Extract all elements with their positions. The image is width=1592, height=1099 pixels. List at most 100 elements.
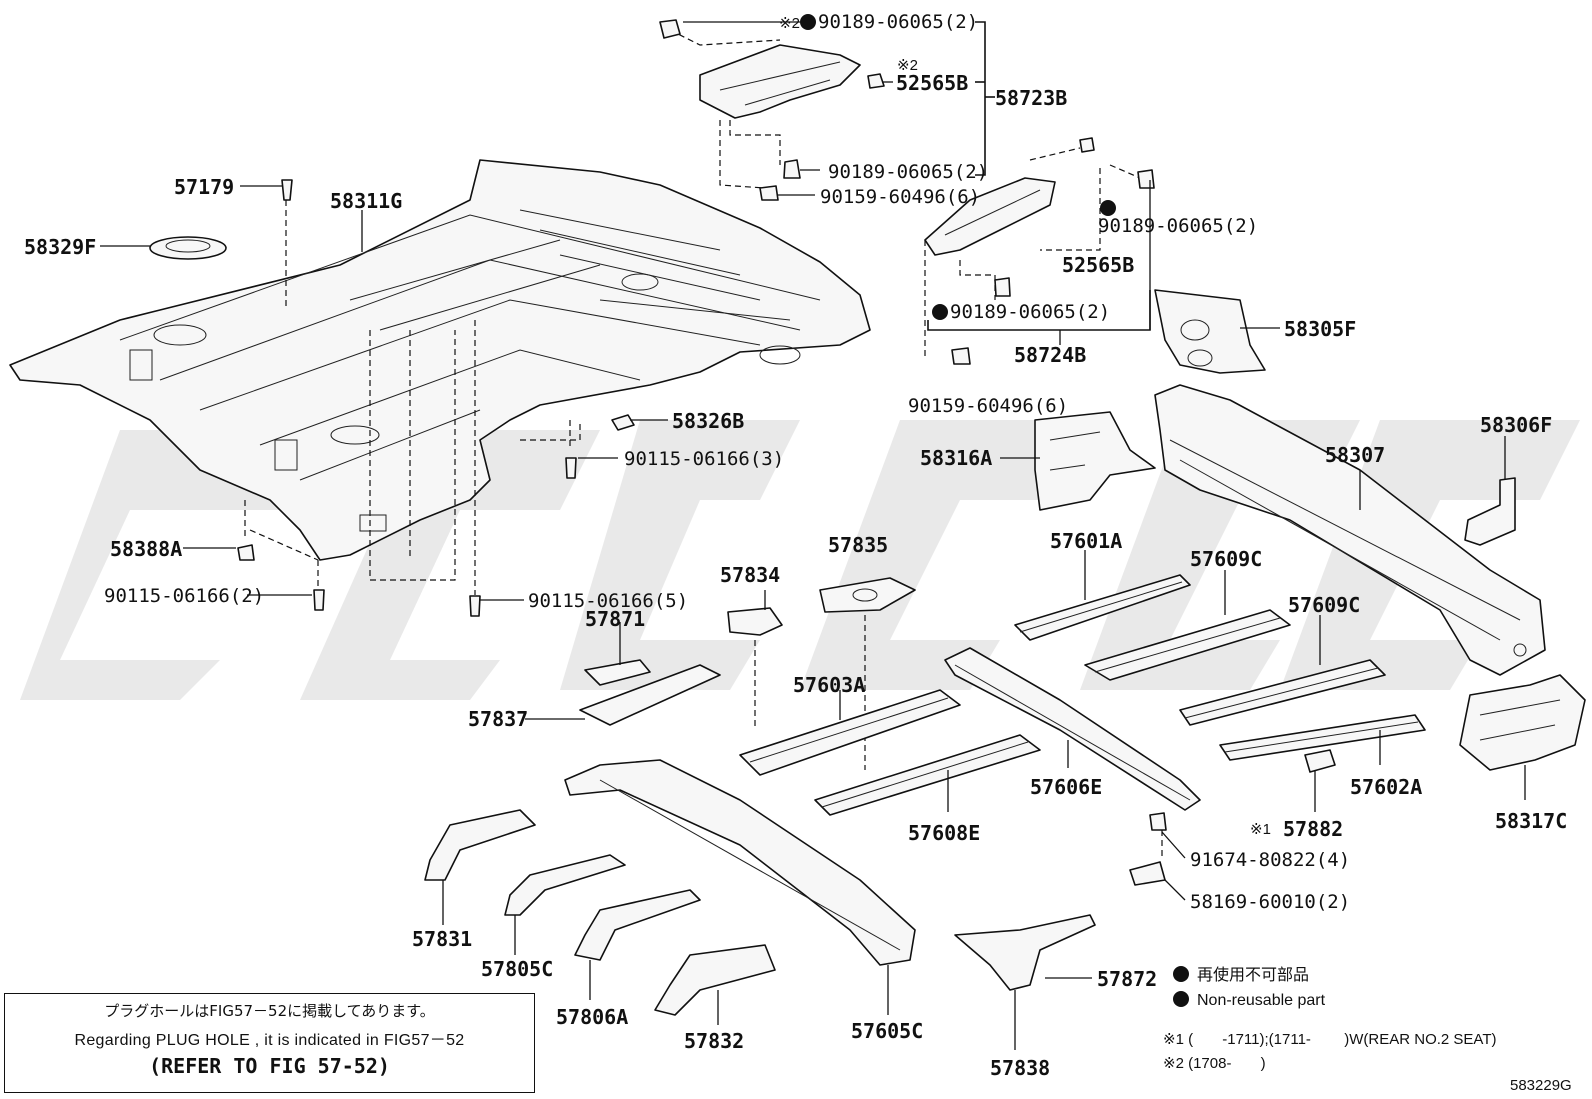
bolt-57179 bbox=[281, 179, 293, 201]
non-reusable-dots bbox=[800, 14, 1189, 1007]
label-57834: 57834 bbox=[720, 563, 780, 587]
label-57602a: 57602A bbox=[1350, 775, 1422, 799]
bracket-57832 bbox=[654, 944, 776, 1016]
label-58329f: 58329F bbox=[24, 235, 96, 259]
label-57179: 57179 bbox=[174, 175, 234, 199]
label-57609c-a: 57609C bbox=[1190, 547, 1262, 571]
panel-58305f bbox=[1154, 289, 1266, 374]
non-reusable-dot bbox=[800, 14, 816, 30]
label-58388a: 58388A bbox=[110, 537, 182, 561]
footnote-1: ※1 ( -1711);(1711- )W(REAR NO.2 SEAT) bbox=[1163, 1031, 1496, 1048]
label-58305f: 58305F bbox=[1284, 317, 1356, 341]
label-58307: 58307 bbox=[1325, 443, 1385, 467]
bracket-58724b bbox=[924, 137, 1155, 365]
crossmember-57603a bbox=[739, 689, 961, 776]
label-58723b: 58723B bbox=[995, 86, 1067, 110]
bracket-57805c bbox=[504, 854, 626, 916]
note2-mark: ※2 bbox=[897, 57, 918, 74]
rail-57605c bbox=[564, 759, 916, 966]
label-57605c: 57605C bbox=[851, 1019, 923, 1043]
label-57835: 57835 bbox=[828, 533, 888, 557]
crossmember-57609c-upper bbox=[1084, 609, 1291, 681]
label-57608e: 57608E bbox=[908, 821, 980, 845]
note2-mark: ※2 bbox=[779, 15, 800, 32]
label-58724b: 58724B bbox=[1014, 343, 1086, 367]
label-57609c-b: 57609C bbox=[1288, 593, 1360, 617]
bracket-57871 bbox=[584, 659, 651, 686]
label-57882: 57882 bbox=[1283, 817, 1343, 841]
label-57601a: 57601A bbox=[1050, 529, 1122, 553]
label-52565b-right: 52565B bbox=[1062, 253, 1134, 277]
note1-mark: ※1 bbox=[1250, 821, 1271, 838]
label-57832: 57832 bbox=[684, 1029, 744, 1053]
crossmember-57608e bbox=[814, 734, 1041, 816]
label-90189-right: 90189-06065(2) bbox=[1098, 215, 1258, 237]
label-58316a: 58316A bbox=[920, 446, 992, 470]
bracket-58306f bbox=[1464, 477, 1516, 546]
footnote-2: ※2 (1708- ) bbox=[1163, 1055, 1266, 1072]
label-57806a: 57806A bbox=[556, 1005, 628, 1029]
label-57831: 57831 bbox=[412, 927, 472, 951]
label-58169: 58169-60010(2) bbox=[1190, 891, 1350, 913]
label-58326b: 58326B bbox=[672, 409, 744, 433]
clip-58326b bbox=[611, 414, 635, 431]
note-jp: プラグホールはFIG57－52に掲載してあります。 bbox=[104, 1002, 435, 1020]
figure-id: 583229G bbox=[1510, 1077, 1572, 1094]
note-en: Regarding PLUG HOLE , it is indicated in… bbox=[74, 1032, 465, 1049]
label-90189-low: 90189-06065(2) bbox=[950, 301, 1110, 323]
label-57838: 57838 bbox=[990, 1056, 1050, 1080]
bracket-57831 bbox=[424, 809, 536, 881]
fastener-91674 bbox=[1149, 812, 1167, 831]
bolts-90115 bbox=[313, 457, 577, 617]
leader-lines bbox=[100, 21, 1526, 1050]
label-58311g: 58311G bbox=[330, 189, 402, 213]
crossmember-57601a bbox=[1014, 574, 1191, 641]
plug-hole-note: プラグホールはFIG57－52に掲載してあります。 Regarding PLUG… bbox=[4, 993, 535, 1093]
bracket-57835 bbox=[819, 577, 916, 613]
label-90115-3: 90115-06166(3) bbox=[624, 448, 784, 470]
label-57871: 57871 bbox=[585, 607, 645, 631]
label-90115-5: 90115-06166(5) bbox=[528, 590, 688, 612]
bracket-57834 bbox=[727, 607, 783, 636]
label-90159-top: 90159-60496(6) bbox=[820, 186, 980, 208]
floor-pan-58311g bbox=[9, 159, 871, 561]
bracket-57882 bbox=[1304, 749, 1336, 773]
non-reusable-dot bbox=[1100, 200, 1116, 216]
bracket-58723b bbox=[659, 19, 885, 201]
label-90189-mid: 90189-06065(2) bbox=[828, 161, 988, 183]
label-58306f: 58306F bbox=[1480, 413, 1552, 437]
label-52565b-top: 52565B bbox=[896, 71, 968, 95]
panel-58317c bbox=[1459, 674, 1586, 771]
bracket-57872-57838 bbox=[954, 914, 1096, 991]
label-90115-2: 90115-06166(2) bbox=[104, 585, 264, 607]
label-57805c: 57805C bbox=[481, 957, 553, 981]
crossmember-57609c-lower bbox=[1179, 659, 1386, 726]
crossmember-57602a bbox=[1219, 714, 1426, 761]
clip-58388a bbox=[237, 544, 255, 561]
crossmember-57606e bbox=[944, 647, 1201, 811]
label-91674: 91674-80822(4) bbox=[1190, 849, 1350, 871]
legend-jp: 再使用不可部品 bbox=[1197, 965, 1309, 984]
note-ref: (REFER TO FIG 57-52) bbox=[149, 1054, 390, 1078]
label-57872: 57872 bbox=[1097, 967, 1157, 991]
bracket-58169 bbox=[1129, 861, 1166, 886]
legend: 再使用不可部品 Non-reusable part ※1 ( -1711);(1… bbox=[1163, 965, 1572, 1094]
bracket-57837 bbox=[579, 664, 721, 726]
legend-en: Non-reusable part bbox=[1197, 992, 1326, 1009]
rail-58307 bbox=[1154, 384, 1546, 676]
label-90159-low: 90159-60496(6) bbox=[908, 395, 1068, 417]
label-57837: 57837 bbox=[468, 707, 528, 731]
part-labels: ※2 90189-06065(2) ※2 52565B 58723B 90189… bbox=[24, 11, 1567, 1080]
non-reusable-dot bbox=[932, 304, 948, 320]
dashed-leaders bbox=[244, 29, 1163, 860]
label-90189-top: 90189-06065(2) bbox=[818, 11, 978, 33]
label-57606e: 57606E bbox=[1030, 775, 1102, 799]
panel-58316a bbox=[1034, 411, 1156, 511]
bracket-57806a bbox=[574, 889, 701, 961]
label-58317c: 58317C bbox=[1495, 809, 1567, 833]
label-57603a: 57603A bbox=[793, 673, 865, 697]
cap-58329f bbox=[149, 236, 227, 260]
legend-dot-icon bbox=[1173, 966, 1189, 982]
legend-dot-icon bbox=[1173, 991, 1189, 1007]
